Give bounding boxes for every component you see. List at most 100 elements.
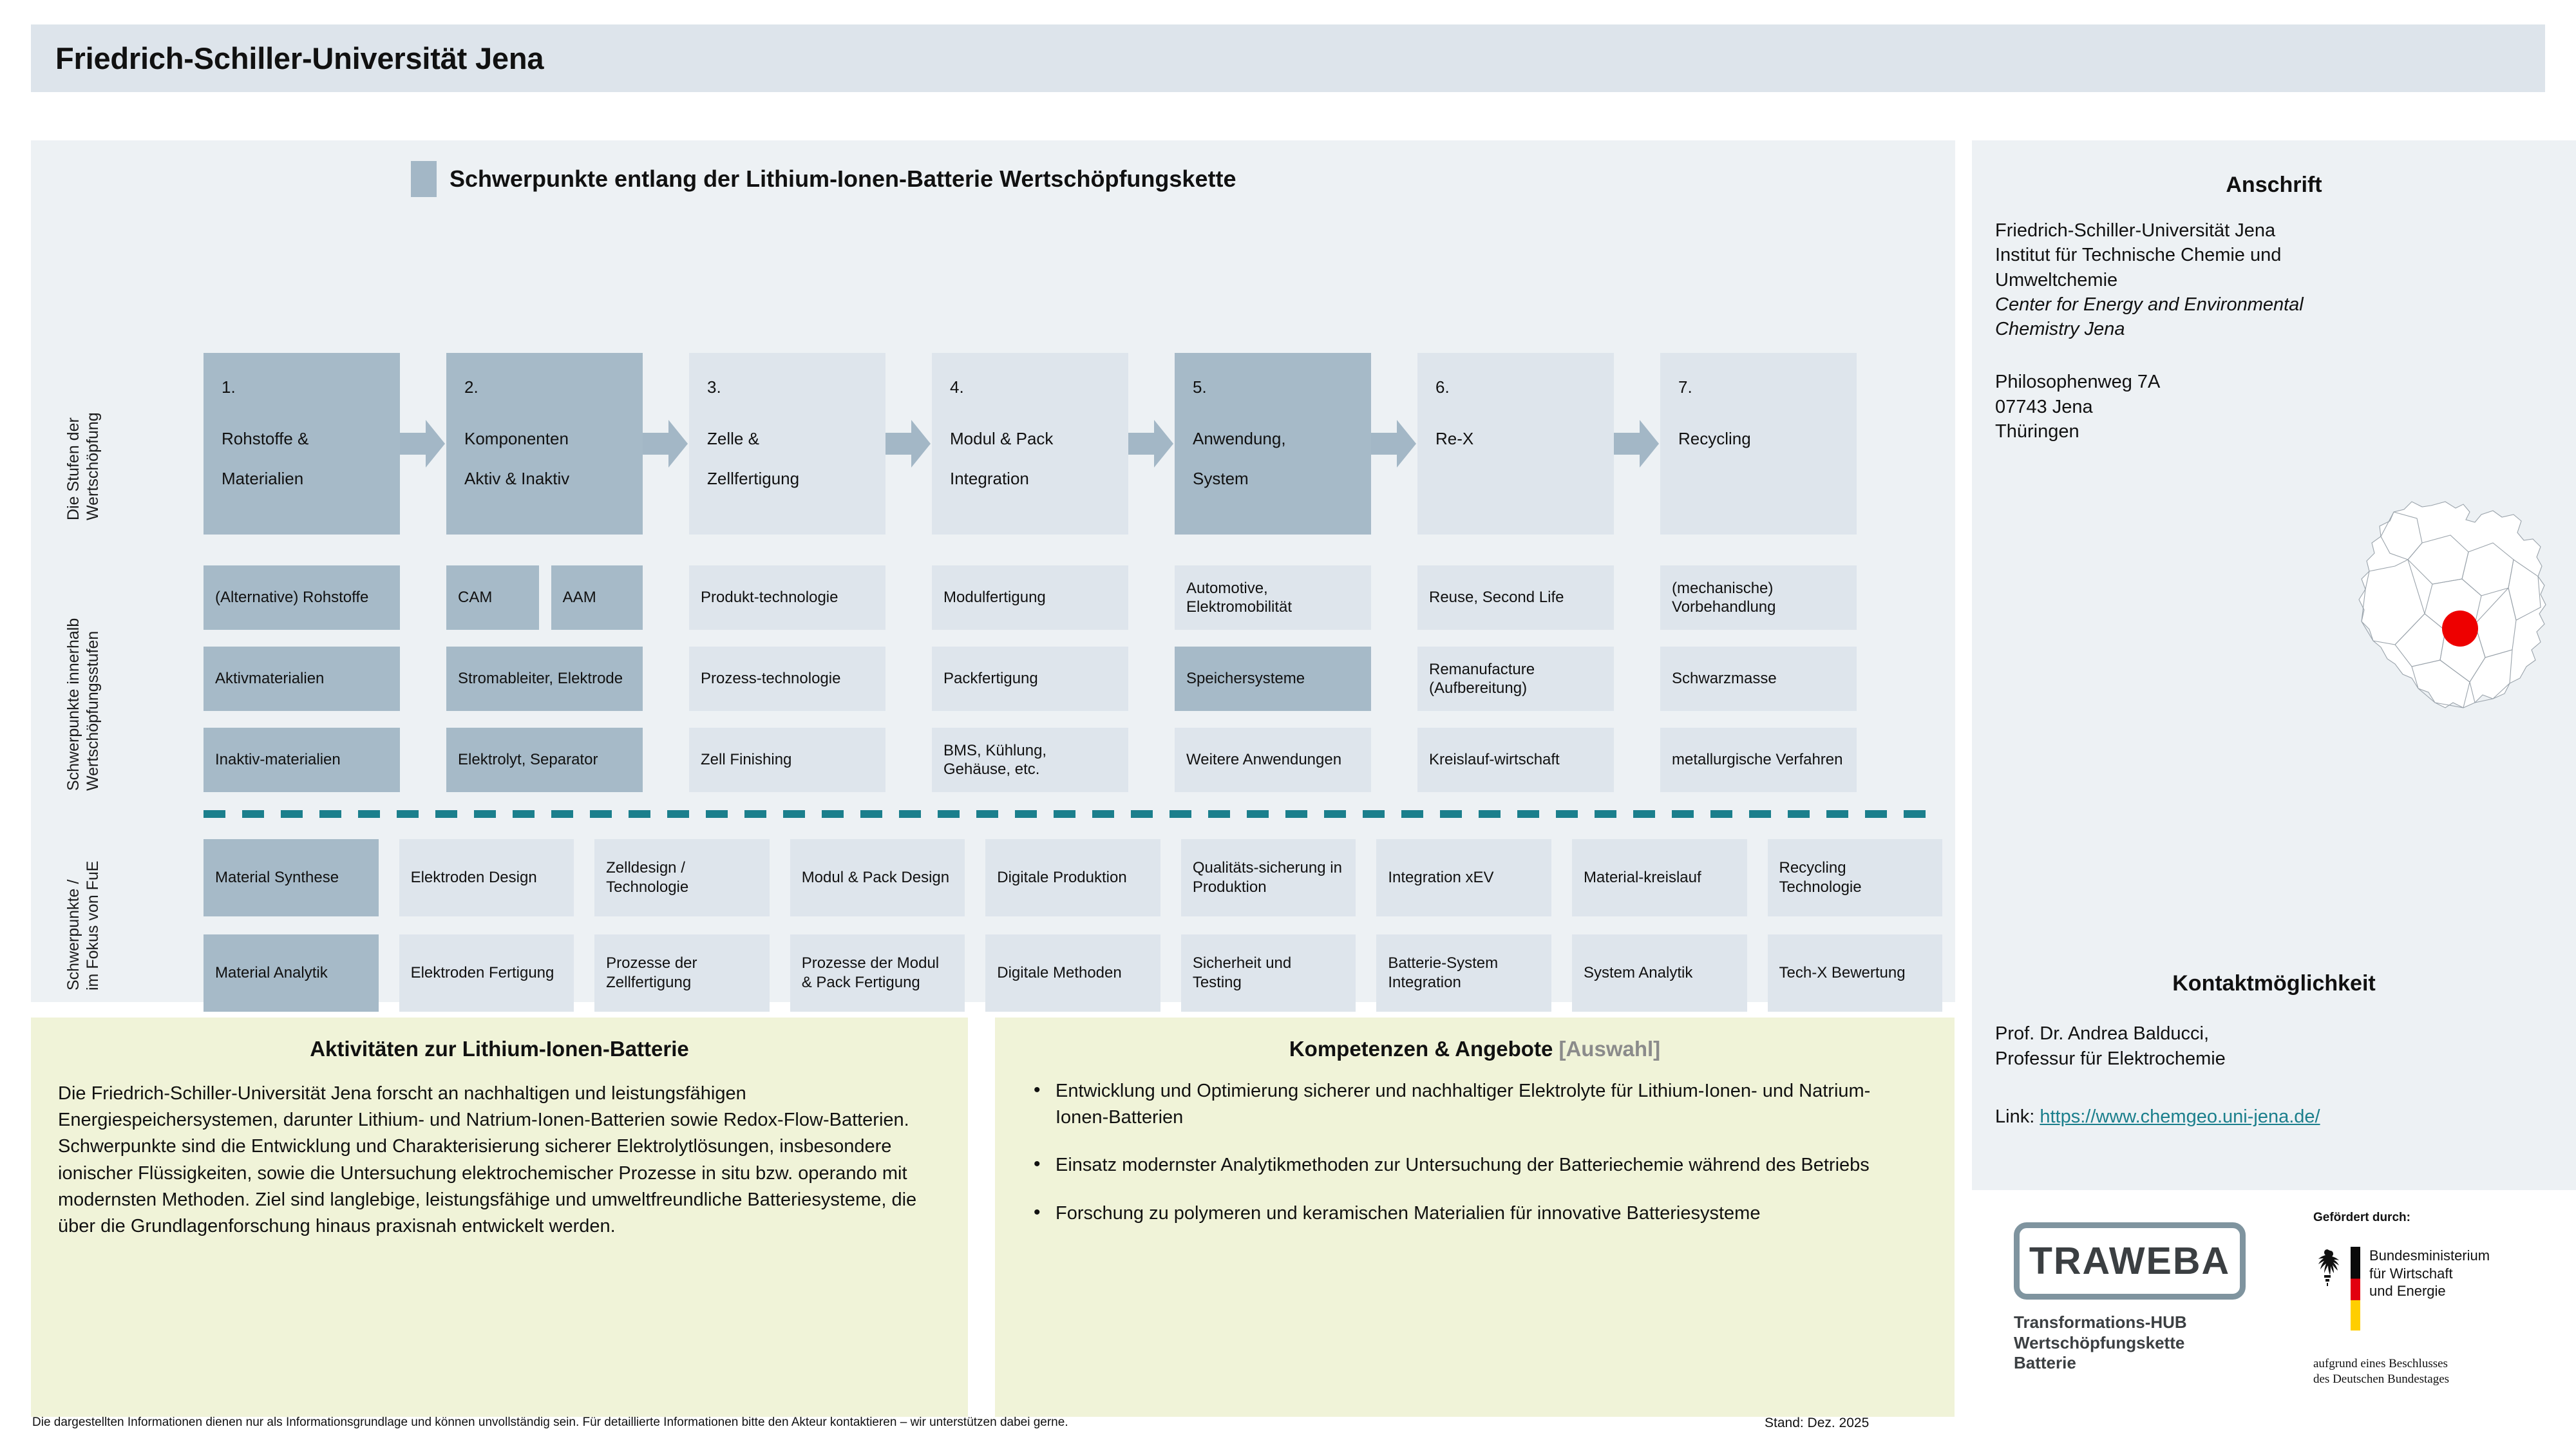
stage-arrow-icon [1128,420,1175,468]
rnd-cell[interactable]: Sicherheit und Testing [1180,934,1356,1012]
focus-cell[interactable]: Schwarzmasse [1660,647,1857,711]
stage-number: 6. [1435,377,1450,397]
value-chain-stage[interactable]: 7.Recycling [1660,353,1857,535]
focus-cell[interactable]: Remanufacture (Aufbereitung) [1417,647,1614,711]
focus-cell-group: metallurgische Verfahren [1660,728,1857,792]
logo-row: TRAWEBA Transformations-HUB Wertschöpfun… [1972,1211,2576,1404]
focus-cell[interactable]: AAM [551,565,643,630]
stage-number: 1. [222,377,236,397]
rnd-cell[interactable]: Elektroden Design [399,839,574,916]
focus-cell[interactable]: BMS, Kühlung, Gehäuse, etc. [932,728,1128,792]
rnd-cell[interactable]: Prozesse der Modul & Pack Fertigung [790,934,965,1012]
footer-date: Stand: Dez. 2025 [1765,1416,1870,1430]
address-line: Umweltchemie [1995,269,2118,290]
rnd-cell[interactable]: Modul & Pack Design [790,839,965,916]
contact-name: Prof. Dr. Andrea Balducci, [1995,1023,2210,1044]
address-block: Friedrich-Schiller-Universität Jena Inst… [1972,198,2576,341]
focus-cell[interactable]: Prozess-technologie [689,647,886,711]
rnd-cell[interactable]: Prozesse der Zellfertigung [594,934,770,1012]
stage-number: 4. [950,377,964,397]
focus-cell-group: Packfertigung [932,647,1128,711]
value-chain-stage[interactable]: 3.Zelle &Zellfertigung [689,353,886,535]
rnd-cell[interactable]: System Analytik [1571,934,1747,1012]
competencies-title-main: Kompetenzen & Angebote [1289,1037,1553,1061]
focus-cell-group: Produkt-technologie [689,565,886,630]
traweba-logo-box: TRAWEBA [2014,1222,2246,1300]
stage-label-line2: Materialien [222,469,304,488]
rnd-cell[interactable]: Recycling Technologie [1767,839,1943,916]
contact-title: Kontaktmöglichkeit [2172,971,2376,996]
traweba-subtitle-line: Transformations-HUB [2014,1312,2187,1332]
rnd-row: Material Synthese Elektroden Design Zellde… [204,839,1943,916]
bmwi-mark: Bundesministerium für Wirtschaft und Ene… [2313,1247,2571,1331]
focus-cell[interactable]: Reuse, Second Life [1417,565,1614,630]
value-chain-stage[interactable]: 1.Rohstoffe &Materialien [204,353,400,535]
legend-square-icon [411,161,437,197]
rnd-cell[interactable]: Material Analytik [204,934,379,1012]
focus-cell-group: Speichersysteme [1175,647,1371,711]
rnd-cell[interactable]: Material-kreislauf [1571,839,1747,916]
value-chain-stage[interactable]: 6.Re-X [1417,353,1614,535]
rnd-cell[interactable]: Zelldesign / Technologie [594,839,770,916]
rnd-focus-grid: Material Synthese Elektroden Design Zellde… [204,839,1943,1030]
bundestag-resolution: aufgrund eines Beschlusses des Deutschen… [2313,1356,2571,1387]
stage-label-line1: Recycling [1678,429,1751,448]
website-link[interactable]: https://www.chemgeo.uni-jena.de/ [2040,1106,2320,1127]
rnd-cell[interactable]: Integration xEV [1376,839,1551,916]
stage-label-line2: Zellfertigung [707,469,800,488]
contact-link-row: Link: https://www.chemgeo.uni-jena.de/ [1995,1106,2320,1128]
focus-cell[interactable]: Inaktiv-materialien [204,728,400,792]
focus-cell[interactable]: Packfertigung [932,647,1128,711]
resolution-line: des Deutschen Bundestages [2313,1372,2450,1386]
focus-cell-group: (mechanische) Vorbehandlung [1660,565,1857,630]
rnd-cell[interactable]: Batterie-System Integration [1376,934,1551,1012]
focus-cell[interactable]: Produkt-technologie [689,565,886,630]
focus-cell[interactable]: Zell Finishing [689,728,886,792]
focus-cell-group: Aktivmaterialien [204,647,400,711]
traweba-logo: TRAWEBA Transformations-HUB Wertschöpfun… [2014,1222,2262,1374]
rnd-cell[interactable]: Material Synthese [204,839,379,916]
address-line-italic: Center for Energy and Environmental [1995,294,2304,315]
focus-cell-group: Weitere Anwendungen [1175,728,1371,792]
focus-cell-group: Modulfertigung [932,565,1128,630]
focus-cell[interactable]: Aktivmaterialien [204,647,400,711]
rnd-cell[interactable]: Qualitäts-sicherung in Produktion [1180,839,1356,916]
ministry-name: Bundesministerium für Wirtschaft und Ene… [2369,1247,2490,1300]
competencies-panel: Kompetenzen & Angebote [Auswahl] Entwick… [995,1018,1955,1417]
focus-cell[interactable]: Kreislauf-wirtschaft [1417,728,1614,792]
focus-cell[interactable]: CAM [446,565,539,630]
rnd-cell[interactable]: Digitale Methoden [985,934,1160,1012]
focus-cell[interactable]: Speichersysteme [1175,647,1371,711]
address-city: 07743 Jena [1995,396,2093,417]
focus-cell[interactable]: (mechanische) Vorbehandlung [1660,565,1857,630]
stage-arrow-icon [400,420,446,468]
stage-label-line2: Integration [950,469,1029,488]
focus-cell[interactable]: Elektrolyt, Separator [446,728,643,792]
ministry-line: und Energie [2369,1283,2446,1300]
focus-cell[interactable]: metallurgische Verfahren [1660,728,1857,792]
germany-map-icon [2355,498,2568,717]
rnd-cell[interactable]: Digitale Produktion [985,839,1160,916]
focus-cell[interactable]: Automotive, Elektromobilität [1175,565,1371,630]
rnd-cell[interactable]: Elektroden Fertigung [399,934,574,1012]
activities-body: Die Friedrich-Schiller-Universität Jena … [58,1083,917,1236]
footer-disclaimer: Die dargestellten Informationen dienen n… [32,1416,1068,1429]
focus-cell[interactable]: Stromableiter, Elektrode [446,647,643,711]
axis-label-stages: Die Stufen der Wertschöpfung [64,412,102,520]
link-label: Link: [1995,1106,2035,1127]
activities-panel: Aktivitäten zur Lithium-Ionen-Batterie D… [31,1018,968,1417]
address-block-street: Philosophenweg 7A 07743 Jena Thüringen [1972,341,2576,444]
rnd-cell[interactable]: Tech-X Bewertung [1767,934,1943,1012]
focus-cell[interactable]: Modulfertigung [932,565,1128,630]
stage-label-line1: Komponenten [464,429,569,448]
value-chain-stage[interactable]: 5.Anwendung,System [1175,353,1371,535]
stage-number: 5. [1193,377,1207,397]
bmwi-logo: Gefördert durch: Bundesministerium für W… [2313,1211,2571,1387]
focus-cell[interactable]: Weitere Anwendungen [1175,728,1371,792]
competencies-title-suffix: [Auswahl] [1558,1037,1661,1061]
funded-by-label: Gefördert durch: [2313,1211,2410,1224]
focus-cell[interactable]: (Alternative) Rohstoffe [204,565,400,630]
stage-label-line1: Zelle & [707,429,759,448]
